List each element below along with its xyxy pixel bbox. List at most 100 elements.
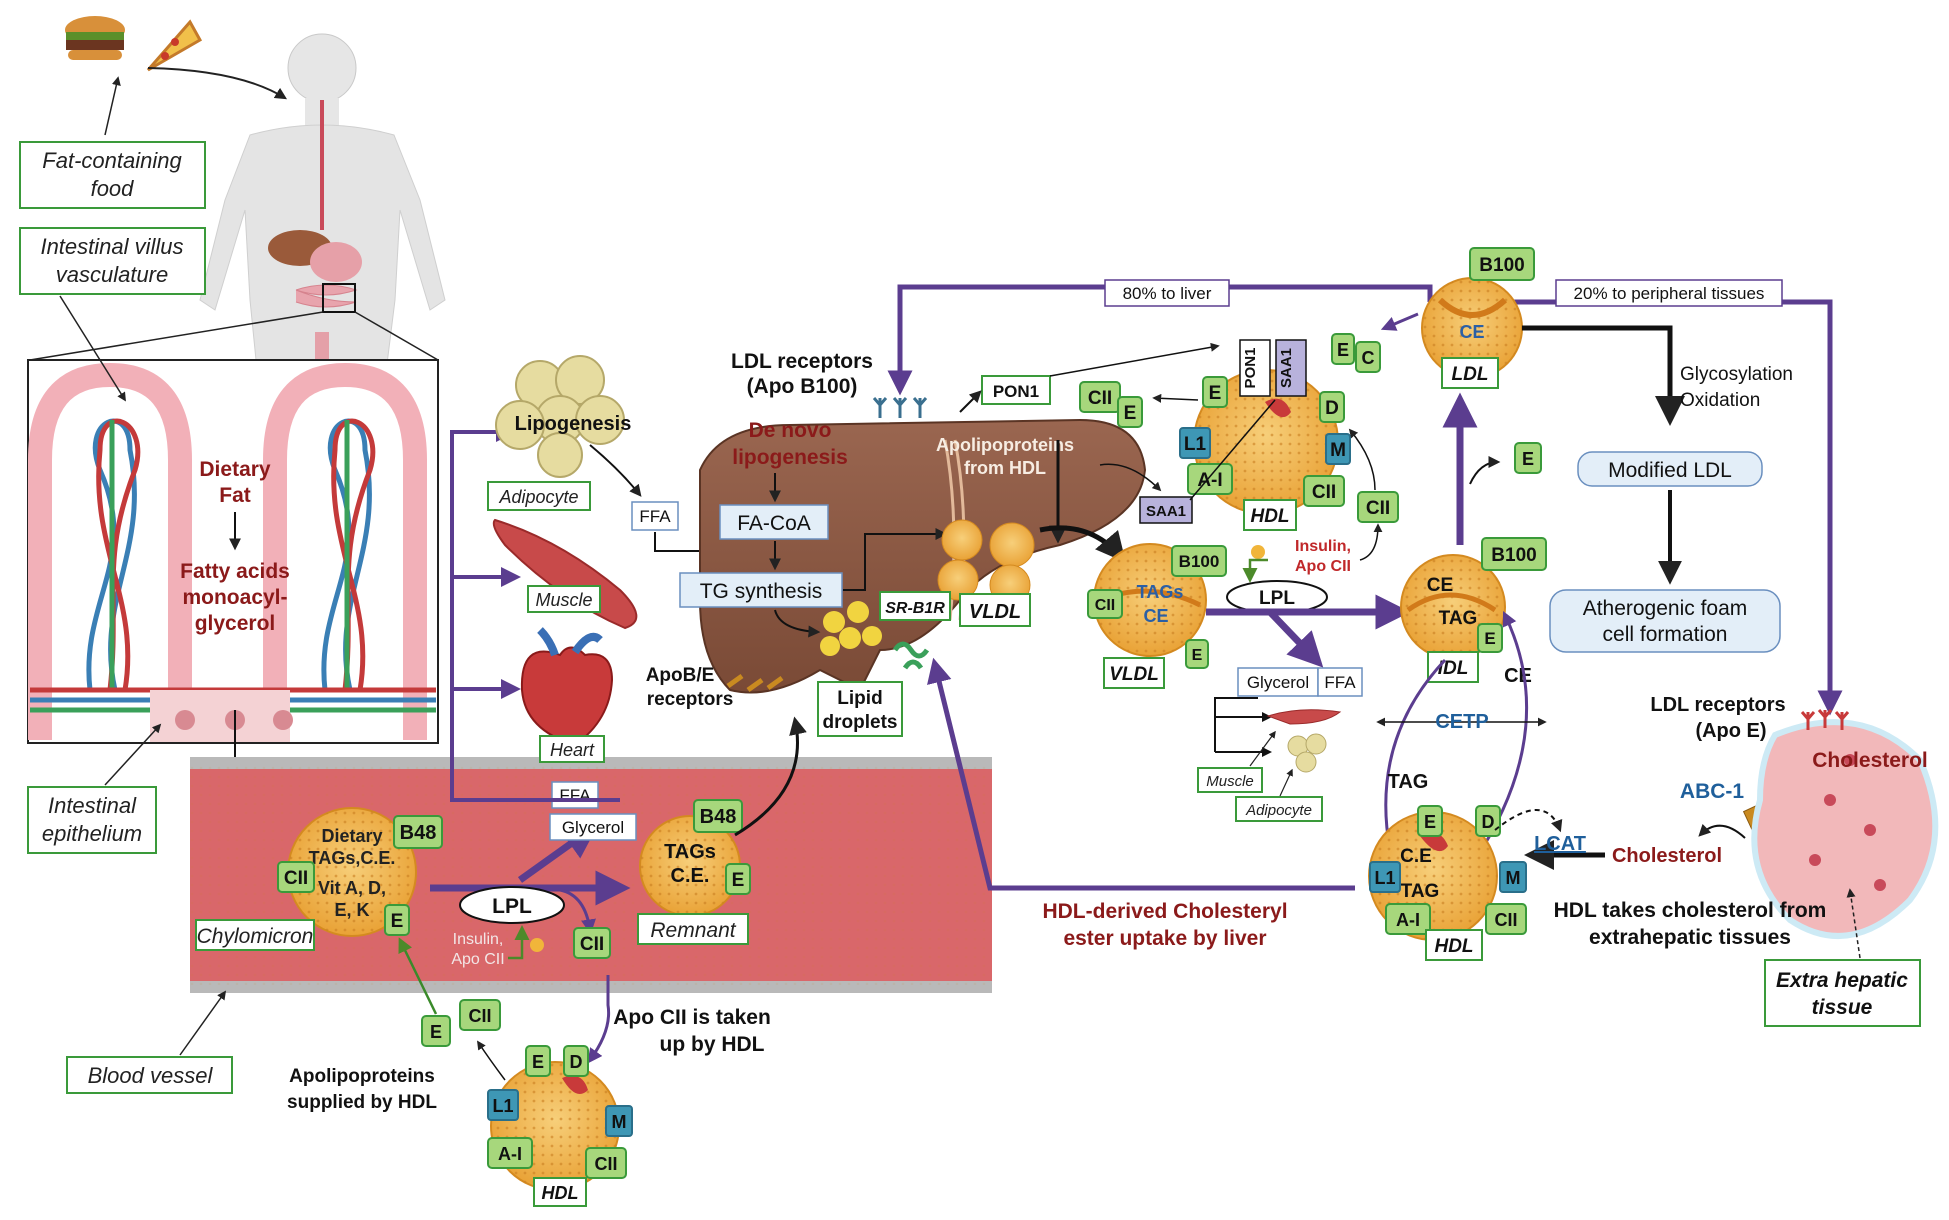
hdl-ce-label: C.E [1400,846,1432,867]
sr-b1r-receptor [892,641,930,670]
lipid-droplets-cluster [820,601,882,656]
apo-ai-hdl-top: A-I [1187,463,1233,495]
glycerol-label: glycerol [195,612,276,635]
blood-vessel-box: Blood vessel [66,1056,233,1094]
apo-e-left-free: E [1117,396,1143,428]
glycosylation-label: Glycosylation [1680,364,1793,385]
cholesterol-label-tissue: Cholesterol [1812,749,1928,772]
apo-e-ldl-free: E [1331,333,1355,365]
ldl-receptor-tissue [1800,709,1850,730]
ffa-box-center: FFA [1317,667,1363,697]
ldl-receptors-b100-label: LDL receptors [731,350,873,373]
fat-food-label-1: Fat-containing [42,148,182,173]
cholesterol-label-right: Cholesterol [1612,845,1722,867]
svg-text:B48: B48 [700,806,737,828]
remnant-label-box: Remnant [637,913,749,945]
hdl-derived-label-1: HDL-derived Cholesteryl [1042,900,1287,923]
svg-text:HDL: HDL [1250,506,1289,527]
saa1-box-left: SAA1 [1139,496,1193,524]
svg-text:CII: CII [580,934,604,955]
svg-text:Heart: Heart [550,740,595,760]
svg-text:Glycerol: Glycerol [562,818,624,837]
apo-b48-badge: B48 [393,815,443,849]
dietary-fat-label-2: Fat [219,484,251,507]
burger-icon [65,16,125,60]
muscle-icon-small [1266,709,1342,725]
apo-b48-remnant: B48 [693,799,743,833]
apocii-label-vessel: Apo CII [451,951,504,968]
apo-cii-taken-label-2: up by HDL [660,1033,765,1056]
svg-text:Remnant: Remnant [650,919,736,942]
apo-cii-vldl: CII [1087,589,1123,619]
villus-label-1: Intestinal villus [40,234,183,259]
svg-text:E: E [1424,812,1436,832]
to-liver-box: 80% to liver [1104,279,1230,307]
svg-text:B100: B100 [1491,545,1536,566]
dietary-fat-label: Dietary [199,458,271,481]
apo-ai-hdl-bottom: A-I [487,1137,533,1169]
svg-text:B100: B100 [1479,255,1524,276]
apolipo-supplied-label-1: Apolipoproteins [289,1066,435,1087]
svg-text:IDL: IDL [1438,658,1469,679]
hdl-takes-label-1: HDL takes cholesterol from [1554,899,1827,922]
svg-text:SAA1: SAA1 [1278,348,1295,388]
chylo-content-1: Dietary [321,826,382,846]
lpl-enzyme-center: LPL [1226,580,1328,614]
apo-e-supplied: E [421,1015,451,1047]
svg-text:PON1: PON1 [993,382,1039,401]
svg-text:CII: CII [1312,482,1336,503]
remnant-tags: TAGs [664,841,716,863]
svg-text:SAA1: SAA1 [1146,503,1186,520]
apo-d-hdl-top: D [1319,391,1345,423]
apo-e-vldl: E [1185,639,1209,669]
chylomicron-label: Chylomicron [197,925,314,948]
vldl-label-center-box: VLDL [1103,657,1165,689]
svg-text:A-I: A-I [1197,470,1222,491]
svg-text:C: C [1362,348,1375,368]
svg-text:B48: B48 [400,822,437,844]
svg-text:E: E [1484,629,1495,648]
hdl-label-bottom-box: HDL [533,1177,587,1207]
tag-exchange-label: TAG [1388,771,1429,793]
svg-text:Adipocyte: Adipocyte [498,487,578,507]
svg-text:Fat: Fat [219,484,251,507]
svg-text:E: E [1522,449,1534,469]
abc1-label: ABC-1 [1680,780,1744,803]
apo-e-remnant: E [725,863,751,895]
fat-food-label-2: food [91,176,135,201]
ldl-receptors-e-label: LDL receptors [1650,694,1785,716]
apo-cii-hdl-bottom: CII [585,1147,627,1179]
vldl-label-liver-box: VLDL [959,593,1031,627]
apo-l1-hdl-bottom: L1 [487,1089,519,1121]
apo-b100-idl: B100 [1481,537,1547,571]
apo-cii-taken-label-1: Apo CII is taken [613,1006,771,1029]
svg-text:SR-B1R: SR-B1R [885,600,945,617]
apo-d-hdl-bottom: D [563,1045,589,1077]
svg-text:Adipocyte: Adipocyte [1245,802,1312,819]
svg-text:tissue: tissue [1812,996,1873,1019]
muscle-label-box: Muscle [527,585,601,613]
fa-coa-box: FA-CoA [719,504,829,540]
svg-text:droplets: droplets [823,712,898,733]
apo-e-idl-free: E [1514,442,1542,474]
apo-m-hdl-right: M [1499,861,1527,893]
apo-cii-right-free: CII [1357,491,1399,523]
fat-containing-food-box: Fat-containing food [19,141,206,209]
apolipo-from-hdl-2: from HDL [964,458,1046,478]
svg-text:CII: CII [594,1154,617,1174]
intestinal-villus-vasculature-box: Intestinal villus vasculature [19,227,206,295]
apo-cii-released: CII [573,927,611,959]
apo-e-hdl-bottom: E [525,1045,551,1077]
svg-text:E: E [732,870,745,891]
svg-text:L1: L1 [1374,868,1395,888]
lpl-enzyme-vessel: LPL [459,886,565,924]
hdl-derived-label-2: ester uptake by liver [1063,927,1266,950]
svg-text:LDL: LDL [1452,364,1489,385]
pizza-icon [146,19,203,72]
apolipo-from-hdl-1: Apolipoproteins [936,435,1074,455]
svg-text:Glycerol: Glycerol [1247,673,1309,692]
apo-b100-vldl: B100 [1171,545,1227,577]
svg-text:glycerol: glycerol [195,612,276,635]
extra-hepatic-tissue [1751,719,1939,939]
svg-text:E: E [1124,403,1137,424]
